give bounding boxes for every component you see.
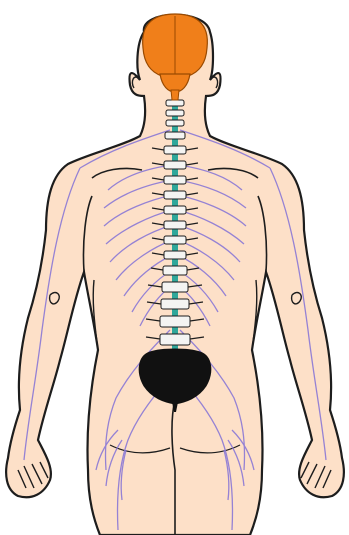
vertebra [166, 100, 184, 106]
vertebra [166, 110, 184, 116]
vertebra [163, 266, 187, 275]
vertebra [160, 316, 190, 327]
vertebra [165, 132, 185, 139]
vertebrae [160, 100, 190, 345]
vertebra [164, 236, 186, 244]
vertebra [164, 251, 186, 259]
vertebra [164, 206, 186, 214]
brain-stem [171, 90, 179, 100]
vertebra [164, 146, 186, 154]
vertebra [162, 282, 188, 292]
vertebra [161, 299, 189, 309]
vertebra [164, 161, 186, 169]
vertebra [164, 176, 186, 184]
vertebra [164, 191, 186, 199]
vertebra [160, 334, 190, 345]
vertebra [166, 120, 184, 126]
vertebra [164, 221, 186, 229]
